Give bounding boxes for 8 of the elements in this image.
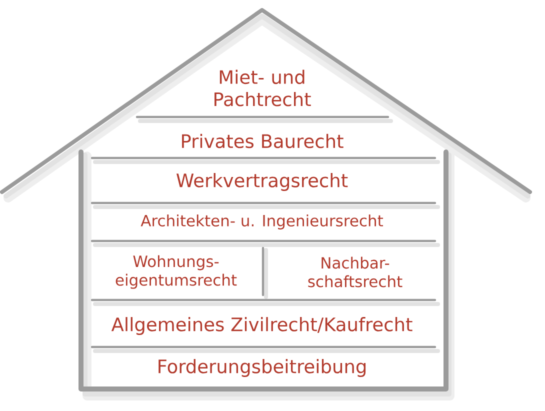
section-label: Privates Baurecht [182,134,344,148]
section-label: Architekten- u. Ingenieursrecht [140,214,384,230]
section-label: Forderungsbeitreibung [158,359,366,377]
section-label: Wohnungs- eigentumsrecht [116,255,237,289]
section-label: Miet- und Pachtrecht [214,70,311,106]
section-label: Nachbar- schaftsrecht [308,256,402,288]
section-label: Werkvertragsrecht [176,173,348,191]
section-label: Allgemeines Zivilrecht/Kaufrecht [111,317,412,335]
